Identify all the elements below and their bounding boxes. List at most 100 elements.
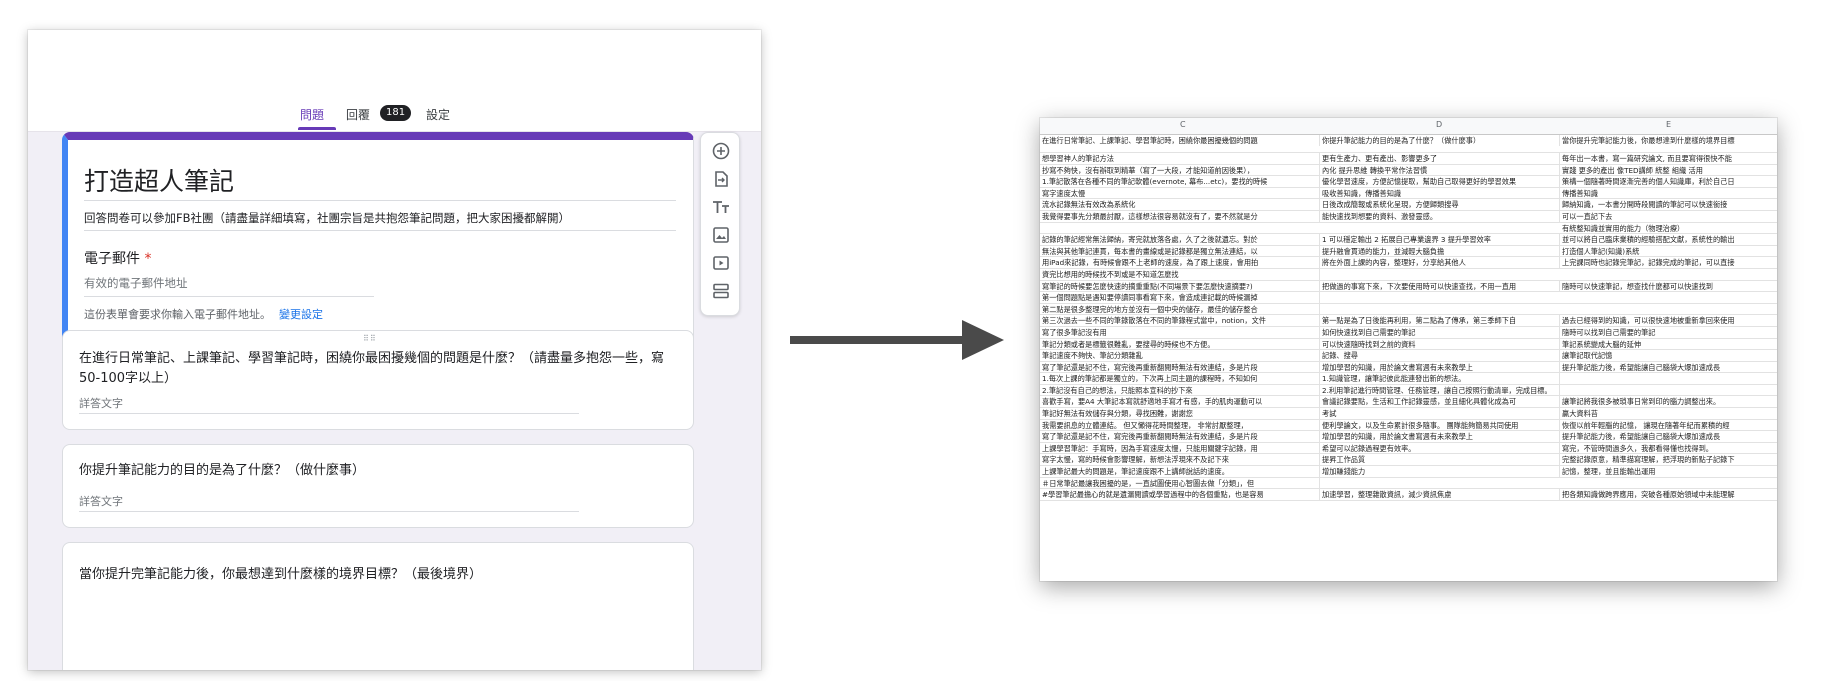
table-cell-e[interactable]: 贏大資料苔 — [1562, 409, 1598, 419]
table-cell-c[interactable]: 第一個問題點是遇知要停讀同事看寫下來，會造成連記載的時候漏掉 — [1040, 292, 1320, 304]
table-cell-c[interactable]: 我覺得要事先分類最討厭，這樣想法很容易就沒有了，要不然就是分 — [1040, 210, 1320, 222]
table-cell-c[interactable]: 寫字太慢，寫的時候會影響理解，新想法浮現來不及記下來 — [1040, 454, 1320, 466]
table-cell-c[interactable]: 第二點是很多整理完的地方並沒有一個中央的儲存，最佳的儲存整合 — [1040, 303, 1320, 315]
table-cell-d[interactable]: 1 可以穩定輸出 2 拓展自己專業邊界 3 提升學習效率 — [1320, 234, 1560, 246]
table-cell-d[interactable]: 你提升筆記能力的目的是為了什麼？（做什麼事） — [1320, 135, 1560, 146]
table-cell-c[interactable]: 在進行日常筆記、上課筆記、學習筆記時，困繞你最困擾幾個的問題 — [1040, 135, 1320, 146]
add-video-icon[interactable] — [711, 253, 731, 273]
table-cell-c[interactable]: 寫筆記的時候要怎麼快速的摘重重點(不同場景下要怎麼快速摘要?) — [1040, 280, 1320, 292]
table-cell-d[interactable]: 吸收善知識，傳播善知識 — [1320, 187, 1560, 199]
table-cell-d[interactable]: 增加學習的知識，用於論文書寫週有未來教學上 — [1320, 431, 1560, 443]
table-cell-d[interactable]: 提升融會貫通的能力，並減輕大腦負擔 — [1320, 245, 1560, 257]
table-cell-c[interactable]: 資完比想用的時候找不到或是不知道怎麼找 — [1040, 268, 1320, 280]
table-cell-d[interactable]: 日後改成簡報或系統化呈現，方便歸類搜尋 — [1320, 199, 1560, 211]
table-cell-e[interactable]: 可以一直記下去 — [1562, 211, 1613, 221]
table-cell-e[interactable]: 隨時可以找到自己需要的筆記 — [1562, 327, 1656, 337]
table-cell-e[interactable]: 提升筆記能力後，希望能讓自己腦袋大爆加速成長 — [1562, 362, 1721, 372]
table-cell-e[interactable]: 寫完，不管時間過多久，我都看得懂也找得到。 — [1562, 443, 1713, 453]
table-cell-d[interactable]: 更有生產力、更有產出、影響更多了 — [1320, 153, 1560, 164]
table-cell-d[interactable]: 增加賺錢能力 — [1320, 466, 1560, 478]
table-cell-c[interactable]: 上課筆記最大的問題是，筆記速度跟不上講師說話的速度。 — [1040, 466, 1320, 478]
tab-settings[interactable]: 設定 — [426, 108, 451, 122]
table-cell-c[interactable]: 筆記好無法有效儲存與分類，尋找困難，謝謝您 — [1040, 408, 1320, 420]
table-cell-c[interactable]: 寫了筆記還是記不住，寫完後再重新翻閱時無法有效連結，多是片段 — [1040, 361, 1320, 373]
table-cell-d[interactable]: 第一點是為了日後能再利用，第二點為了傳承，第三季師下自 — [1320, 315, 1560, 327]
column-header-c[interactable]: C — [1180, 120, 1186, 129]
table-cell-e[interactable]: 歸納知識，一本書分開時段閱讀的筆記可以快速銜接 — [1562, 200, 1728, 210]
table-cell-c[interactable]: 抄寫不夠快，沒有辦取到精華（寫了一大段，才能知道前因後果）， — [1040, 164, 1320, 176]
table-cell-d[interactable]: 優化學習速度，方便記憶提取，幫助自己取得更好的學習效果 — [1320, 176, 1560, 188]
table-cell-e[interactable]: 並可以將自己臨床業積的經驗搭配文獻，系統性的輸出 — [1562, 235, 1735, 245]
table-cell-d[interactable]: 考試 — [1320, 408, 1560, 420]
table-cell-c[interactable]: 喜歡手寫，要A4 大筆記本寫就舒適地手寫才有感，手的肌肉運動可以 — [1040, 396, 1320, 408]
table-cell-c[interactable]: 用iPad來記錄，有時候會跟不上老師的速度，為了跟上速度，會用拍 — [1040, 257, 1320, 269]
table-cell-e[interactable]: 實踐 更多的產出 像TED講師 統整 組織 活用 — [1562, 165, 1703, 175]
table-cell-d[interactable]: 希望可以記錄過程更有效率。 — [1320, 442, 1560, 454]
table-cell-c[interactable]: 寫字速度太慢 — [1040, 187, 1320, 199]
table-cell-d[interactable]: 增加學習的知識，用於論文書寫週有未來教學上 — [1320, 361, 1560, 373]
table-cell-e[interactable]: 有統整知識並實用的能力（物理治療） — [1562, 223, 1685, 233]
table-cell-c[interactable]: 上課學習筆記：手寫時，因為手寫速度太慢，只能用關鍵字記錄，用 — [1040, 442, 1320, 454]
table-cell-d[interactable]: 將在外面上課的內容，整理好，分享給其他人 — [1320, 257, 1560, 269]
question-card-3[interactable]: 當你提升完筆記能力後，你最想達到什麼樣的境界目標？（最後境界） — [62, 542, 694, 670]
table-cell-d[interactable]: 提昇工作品質 — [1320, 454, 1560, 466]
table-cell-e[interactable]: 過去已經得到的知識，可以很快速地被重新拿回來使用 — [1562, 316, 1735, 326]
table-cell-c[interactable]: 1.每次上課的筆記都是獨立的，下次再上同主題的課程時，不知如何 — [1040, 373, 1320, 385]
table-cell-d[interactable]: 把做過的事寫下來，下次要使用時可以快速查找，不用一直用 — [1320, 280, 1560, 292]
drag-handle-icon[interactable]: ⠿⠿ — [363, 334, 377, 343]
table-cell-d[interactable]: 會議記錄要點，生活和工作記錄靈感，並且細化具體化成為可 — [1320, 396, 1560, 408]
table-cell-c[interactable]: 記錄的筆記經常無法歸納，寄完就放落各處，久了之後就遺忘。對於 — [1040, 234, 1320, 246]
table-cell-c[interactable]: 第三次過去一些不同的筆錄散落在不同的筆錄程式當中，notion，文件 — [1040, 315, 1320, 327]
table-cell-e[interactable]: 記憶，整理，並且能輸出運用 — [1562, 467, 1656, 477]
table-cell-e[interactable]: 完整記錄原意，精準描寫理解，把浮現的新點子記錄下 — [1562, 455, 1735, 465]
import-questions-icon[interactable] — [711, 169, 731, 189]
table-cell-d[interactable]: 如何快速找到自己需要的筆記 — [1320, 326, 1560, 338]
form-description[interactable]: 回答問卷可以參加FB社團（請盡量詳細填寫，社團宗旨是共抱怨筆記問題，把大家困擾都… — [84, 211, 570, 225]
table-cell-c[interactable]: 想學習神人的筆記方法 — [1040, 153, 1320, 164]
table-cell-c[interactable]: ＃日常筆記最讓我困擾的是，一直試圖使用心智圖去做「分類」，但 — [1040, 477, 1320, 489]
table-cell-d[interactable]: 1.知識管理，讓筆記彼此能連發出新的想法。 — [1320, 373, 1560, 385]
table-cell-c[interactable]: 無法與其他筆記連貫，每本書的畫線或是記錄都是獨立無法連結，以 — [1040, 245, 1320, 257]
table-cell-e[interactable]: 上完課同時也記錄完筆記，記錄完成的筆記，可以直接 — [1562, 258, 1735, 268]
table-cell-c[interactable]: 筆記速度不夠快、筆記分類雜亂 — [1040, 350, 1320, 362]
table-cell-e[interactable]: 提升筆記能力後，希望能讓自己腦袋大爆加速成長 — [1562, 432, 1721, 442]
column-header-e[interactable]: E — [1666, 120, 1672, 129]
table-cell-c[interactable]: 流水記錄無法有效改為系統化 — [1040, 199, 1320, 211]
table-cell-d[interactable]: 能快速找到想要的資料、激發靈感。 — [1320, 210, 1560, 222]
table-cell-c[interactable]: 1.筆記散落在各種不同的筆記軟體(evernote, 幕布...etc)，要找的… — [1040, 176, 1320, 188]
form-title[interactable]: 打造超人筆記 — [84, 168, 235, 196]
table-cell-e[interactable]: 筆記系統變成大腦的延伸 — [1562, 339, 1642, 349]
change-settings-link[interactable]: 變更設定 — [279, 308, 323, 321]
table-cell-e[interactable]: 當你提升完筆記能力後，你最想達到什麼樣的境界目標 — [1562, 136, 1735, 145]
table-cell-d[interactable]: 便利學論文，以及生命累計很多隨事。 團隊能夠簡易共同使用 — [1320, 419, 1560, 431]
table-cell-d[interactable]: 可以快速隨時找到之前的資料 — [1320, 338, 1560, 350]
add-section-icon[interactable] — [711, 281, 731, 301]
tab-questions[interactable]: 問題 — [300, 108, 325, 122]
table-cell-c[interactable]: 我需要訊息的立體連結。 但又懶得花時間整理， 非常討厭整理， — [1040, 419, 1320, 431]
tab-responses[interactable]: 回覆 — [346, 108, 371, 122]
column-header-d[interactable]: D — [1436, 120, 1443, 129]
table-cell-d[interactable]: 加速學習，整理雜散資訊，減少資訊焦慮 — [1320, 489, 1560, 501]
table-cell-e[interactable]: 傳播善知識 — [1562, 188, 1598, 198]
form-title-card[interactable]: 打造超人筆記 回答問卷可以參加FB社團（請盡量詳細填寫，社團宗旨是共抱怨筆記問題… — [62, 132, 694, 344]
table-cell-c[interactable]: 寫了筆記還是記不住，寫完後再重新翻閱時無法有效連結，多是片段 — [1040, 431, 1320, 443]
question-title-1[interactable]: 在進行日常筆記、上課筆記、學習筆記時，困繞你最困擾幾個的問題是什麼？（請盡量多抱… — [79, 351, 665, 386]
question-card-1[interactable]: ⠿⠿ 在進行日常筆記、上課筆記、學習筆記時，困繞你最困擾幾個的問題是什麼？（請盡… — [62, 330, 694, 430]
email-field[interactable]: 有效的電子郵件地址 — [84, 276, 188, 290]
add-title-icon[interactable] — [711, 197, 731, 217]
table-cell-e[interactable]: 隨時可以快速筆記，想查找什麼都可以快速找到 — [1562, 281, 1713, 291]
add-question-icon[interactable] — [711, 141, 731, 161]
table-cell-c[interactable]: 筆記分類或者是標籤很難亂，要搜尋的時候也不方便。 — [1040, 338, 1320, 350]
table-cell-e[interactable]: 讓筆記取代記憶 — [1562, 351, 1613, 361]
add-image-icon[interactable] — [711, 225, 731, 245]
table-cell-e[interactable]: 恢復以前年輕腦的記憶， 讓現在隨著年紀而累積的經 — [1562, 420, 1730, 430]
table-cell-e[interactable]: 打造個人筆記(知識)系統 — [1562, 246, 1640, 256]
table-cell-e[interactable]: 讓筆記將我很多被瑣事日常到印的腦力調整出來。 — [1562, 397, 1721, 407]
table-cell-c[interactable]: 寫了很多筆記沒有用 — [1040, 326, 1320, 338]
table-cell-d[interactable]: 2.利用筆記進行時間管理、任務管理，讓自己按照行動清單，完成目標。 — [1320, 384, 1560, 396]
question-title-2[interactable]: 你提升筆記能力的目的是為了什麼？（做什麼事） — [79, 463, 366, 478]
table-cell-c[interactable]: #學習筆記最擔心的就是遺漏閱讀或學習過程中的各個重點，也是容易 — [1040, 489, 1320, 501]
table-cell-d[interactable]: 記錄、搜尋 — [1320, 350, 1560, 362]
table-cell-e[interactable]: 每年出一本書，寫一篇研究論文, 而且要寫得很快不能 — [1562, 154, 1732, 163]
question-card-2[interactable]: 你提升筆記能力的目的是為了什麼？（做什麼事） 詳答文字 — [62, 444, 694, 528]
